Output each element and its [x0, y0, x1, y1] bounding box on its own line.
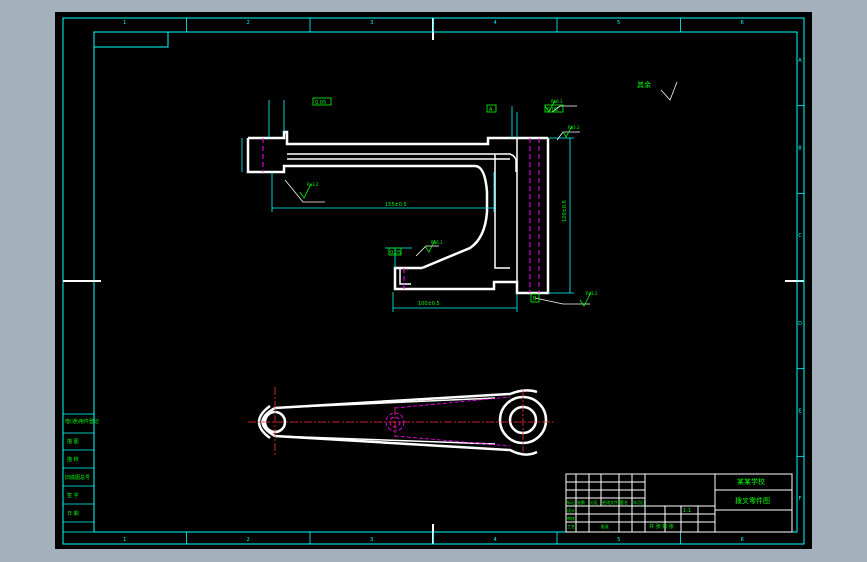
top-view-centerlines: [248, 387, 555, 457]
zone-col-label-bottom-5: 5: [617, 537, 620, 543]
tb-row-7: 设计: [567, 507, 575, 513]
zone-col-label-bottom-6: 6: [741, 537, 744, 543]
roughness-5: Ra3.2: [568, 125, 580, 130]
hidden-lines: [262, 138, 540, 293]
left-item-1: 借(通)用件登记: [65, 418, 99, 425]
zone-row-label-D: D: [798, 321, 802, 327]
left-item-4: 旧底图总号: [65, 474, 90, 481]
zone-col-label-bottom-4: 4: [494, 537, 497, 543]
roughness-2: Ra6.3: [431, 240, 443, 245]
tb-row-8: 审核: [567, 515, 575, 521]
leader-lines: [284, 81, 678, 305]
title-block-lines: [565, 473, 793, 533]
tb-row-3: 分区: [590, 499, 598, 505]
inner-frame: [93, 31, 798, 533]
roughness-1: Ra3.2: [307, 182, 319, 187]
tb-row-10: 批准: [601, 523, 609, 529]
tb-row-5: 签名: [620, 499, 628, 505]
top-view: [257, 389, 548, 456]
front-view: [246, 130, 550, 295]
roughness-3: Ra3.2: [586, 291, 598, 296]
tol-mid: 0.05: [390, 250, 401, 256]
top-left-box: [93, 31, 169, 48]
left-item-6: 日 期: [67, 511, 79, 517]
zone-col-label-top-2: 2: [247, 20, 250, 26]
zone-row-label-E: E: [798, 409, 801, 415]
dim-height: 120±0.5: [562, 200, 568, 222]
boss-outline: [393, 138, 550, 295]
zone-row-label-C: C: [798, 233, 802, 239]
dim-length-main: 155±0.5: [385, 202, 407, 208]
dim-length-bottom: 100±0.5: [418, 301, 440, 307]
zone-col-label-top-1: 1: [123, 20, 126, 26]
left-table: [62, 413, 95, 533]
zone-col-label-top-5: 5: [617, 20, 620, 26]
zone-col-label-bottom-1: 1: [123, 537, 126, 543]
tb-row-6: 年月日: [633, 499, 645, 505]
zone-col-label-top-3: 3: [370, 20, 373, 26]
tol-top-left: 0.05: [315, 100, 326, 106]
arm-lower-edge: [246, 138, 489, 270]
arm-top-edge: [248, 130, 548, 146]
tb-row-1: 标记: [567, 499, 575, 505]
zone-col-label-top-6: 6: [741, 20, 744, 26]
sheet-text: 共 张 第 张: [649, 523, 674, 530]
roughness-4: Ra6.3: [551, 99, 563, 104]
zone-row-label-F: F: [799, 496, 802, 502]
zone-row-label-A: A: [798, 58, 802, 64]
zone-col-label-bottom-3: 3: [370, 537, 373, 543]
drawing-name: 拨叉零件图: [735, 496, 770, 505]
foot-step: [399, 268, 411, 285]
tb-row-2: 处数: [577, 499, 585, 505]
other-finish-note: 其余: [637, 80, 651, 89]
arm-outline-bottom: [261, 406, 538, 456]
dimension-lines: [241, 100, 574, 312]
zone-col-label-bottom-2: 2: [247, 537, 250, 543]
left-item-2: 描 图: [67, 438, 79, 445]
scale: 1:1: [683, 508, 691, 514]
school-name: 某某学校: [737, 477, 765, 486]
zone-col-label-top-4: 4: [494, 20, 497, 26]
tb-row-4: 更改文件号: [602, 499, 622, 505]
tolerance-frames: [312, 97, 564, 303]
boss-slot: [494, 154, 510, 269]
datum-a: A: [489, 107, 493, 113]
left-item-3: 描 校: [67, 456, 79, 463]
tb-row-9: 工艺: [567, 524, 575, 529]
datum-b: B: [533, 296, 537, 302]
outer-border: [62, 17, 805, 545]
top-view-hidden: [385, 396, 511, 447]
tol-top-right: 0.05: [547, 107, 558, 113]
arm-inner-line-1: [287, 153, 517, 172]
arm-outline-top: [274, 389, 538, 410]
left-item-5: 签 字: [67, 492, 79, 499]
zone-row-label-B: B: [798, 146, 802, 152]
